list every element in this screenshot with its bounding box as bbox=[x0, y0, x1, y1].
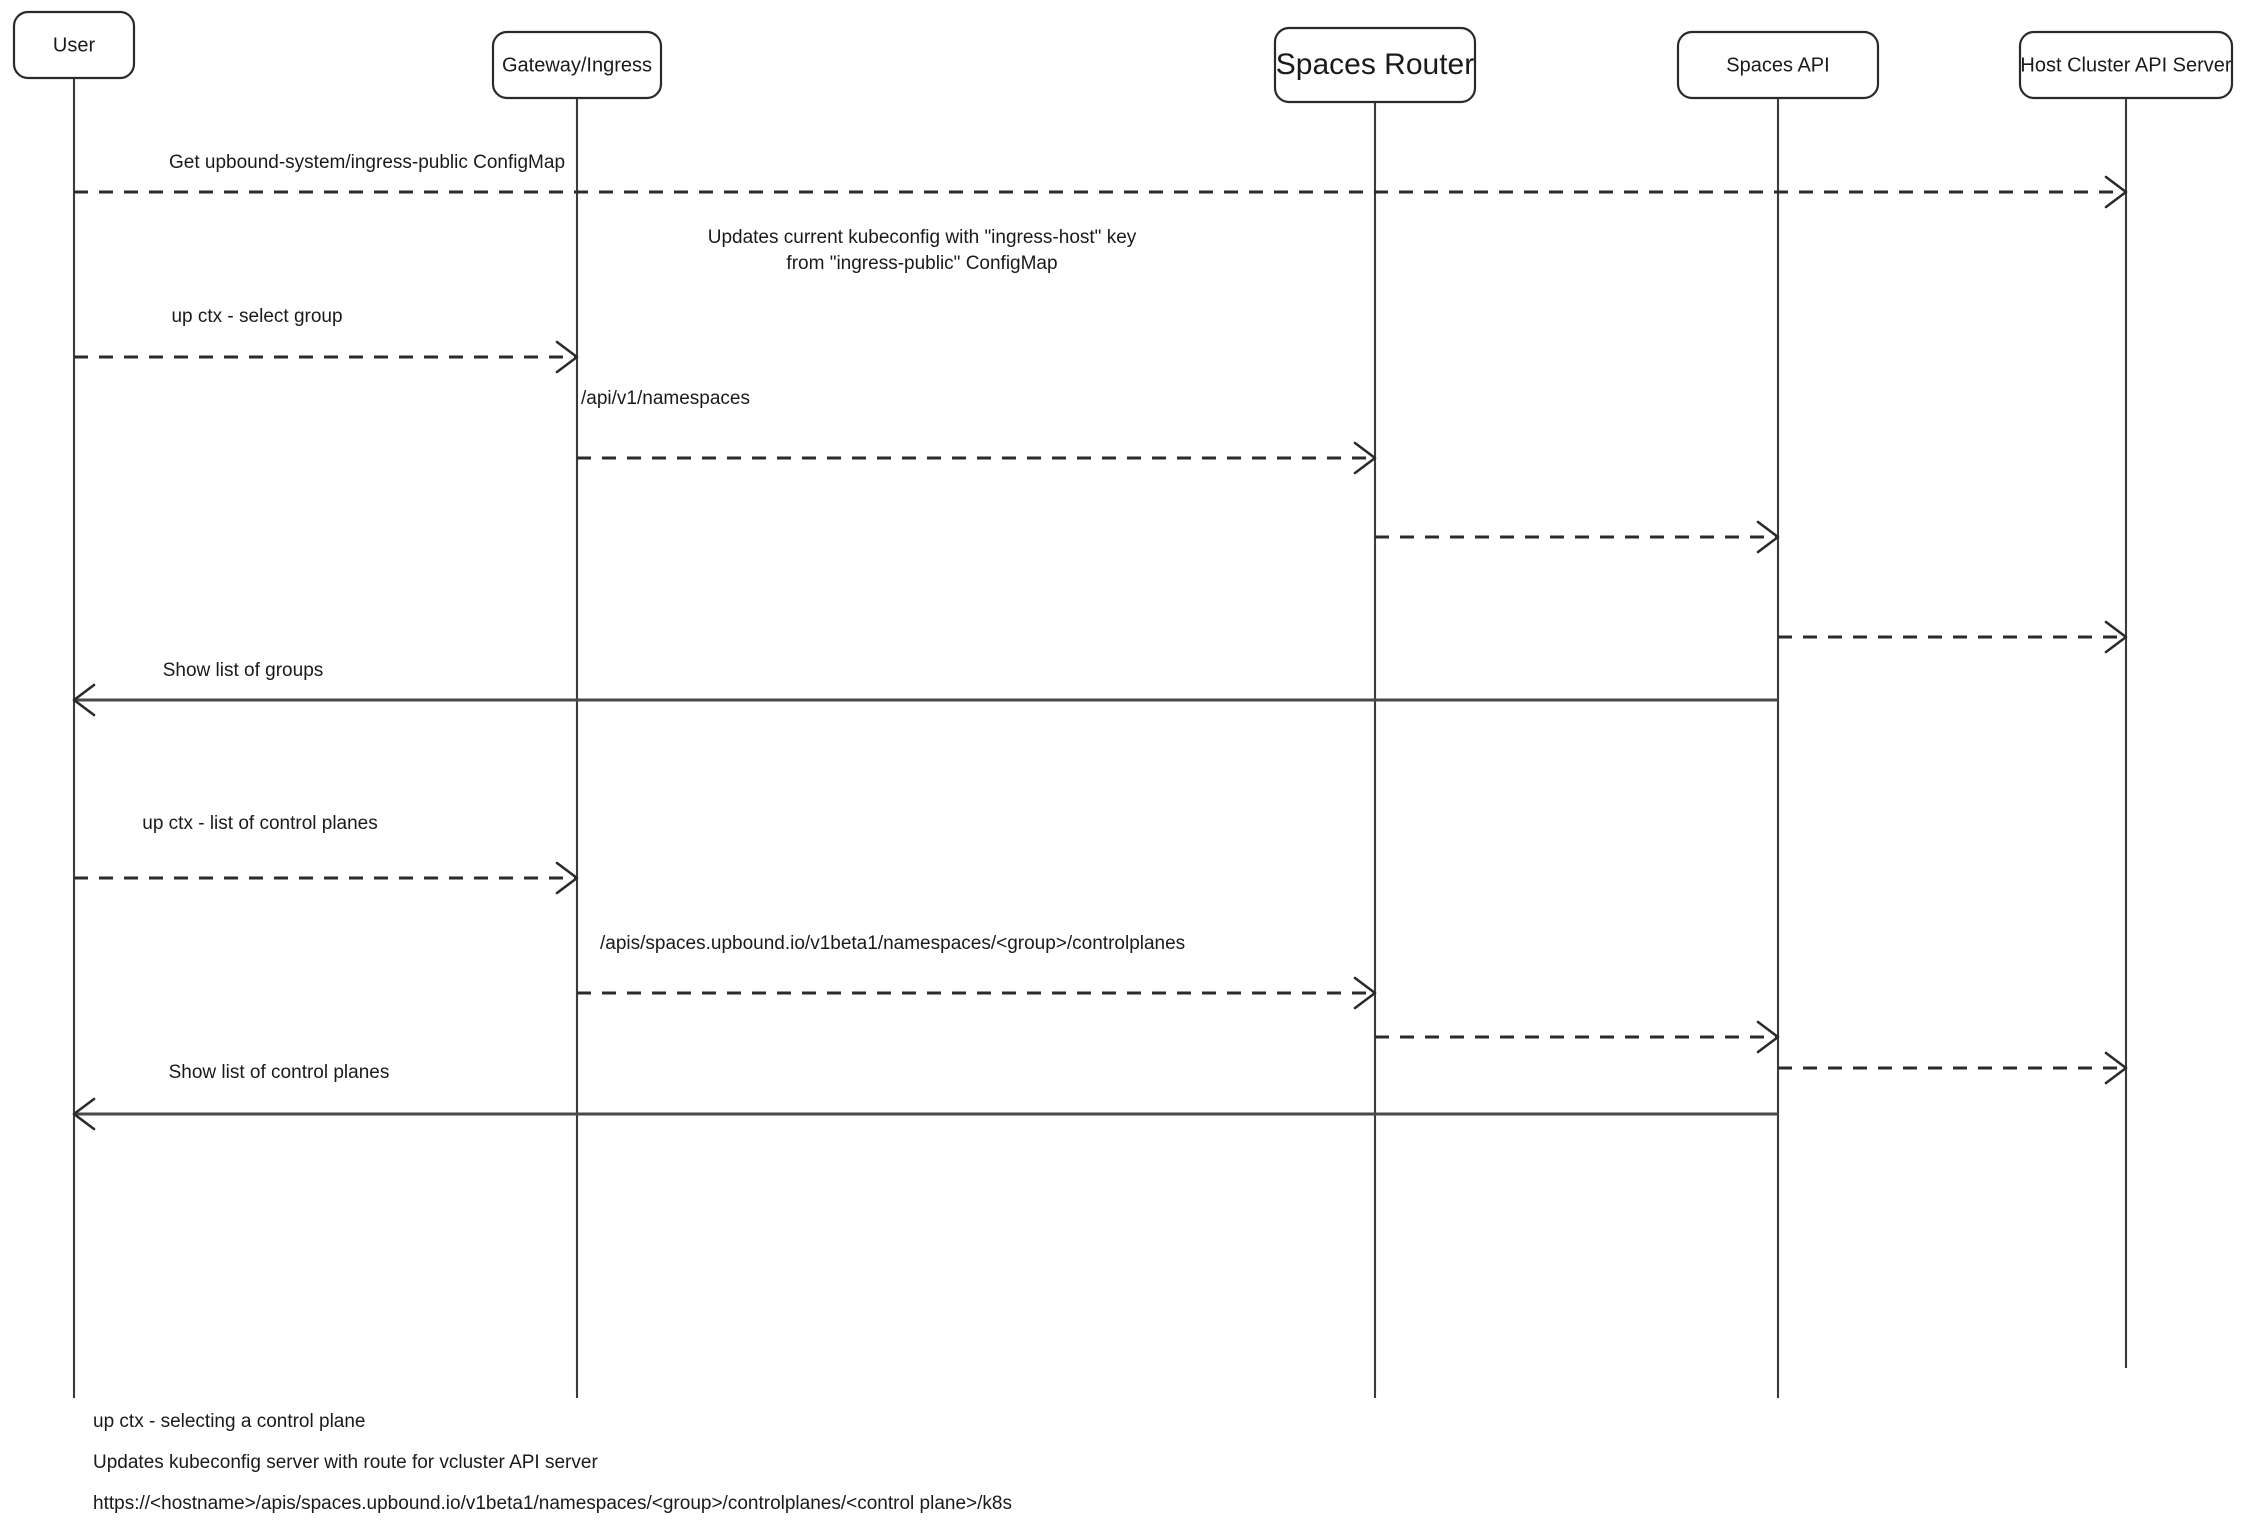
participant-label-gateway: Gateway/Ingress bbox=[502, 54, 652, 76]
participant-label-user: User bbox=[53, 34, 96, 56]
message-m11 bbox=[1778, 1051, 2128, 1085]
message-label-m3: up ctx - select group bbox=[171, 306, 342, 327]
participant-label-spacesapi: Spaces API bbox=[1726, 54, 1829, 76]
arrowhead-icon-m10 bbox=[1756, 1020, 1780, 1054]
participant-box-user bbox=[12, 10, 136, 80]
message-m5 bbox=[1375, 520, 1780, 554]
message-m2: Updates current kubeconfig with "ingress… bbox=[708, 227, 1137, 274]
participant-box-gateway bbox=[491, 30, 663, 100]
message-m12: Show list of control planes bbox=[72, 1062, 1778, 1131]
message-m9: /apis/spaces.upbound.io/v1beta1/namespac… bbox=[577, 933, 1377, 1010]
messages-layer: Get upbound-system/ingress-public Config… bbox=[72, 152, 2128, 1131]
message-label-m4: /api/v1/namespaces bbox=[581, 388, 750, 409]
arrowhead-icon-m6 bbox=[2104, 620, 2128, 654]
message-label-m8: up ctx - list of control planes bbox=[142, 813, 378, 834]
arrowhead-icon-m1 bbox=[2104, 175, 2128, 209]
arrowhead-icon-m4 bbox=[1353, 441, 1377, 475]
message-m6 bbox=[1778, 620, 2128, 654]
arrowhead-icon-m11 bbox=[2104, 1051, 2128, 1085]
participant-router[interactable]: Spaces Router bbox=[1273, 26, 1477, 104]
participant-hostapi[interactable]: Host Cluster API Server bbox=[2018, 30, 2234, 100]
participant-label-router: Spaces Router bbox=[1276, 48, 1474, 81]
message-label-m7: Show list of groups bbox=[163, 660, 324, 681]
arrowhead-icon-m9 bbox=[1353, 976, 1377, 1010]
lifelines-layer bbox=[72, 78, 2128, 1398]
participant-user[interactable]: User bbox=[12, 10, 136, 80]
footer-note-n1: up ctx - selecting a control plane bbox=[93, 1411, 366, 1432]
message-m10 bbox=[1375, 1020, 1780, 1054]
arrowhead-icon-m12 bbox=[72, 1097, 96, 1131]
participant-box-spacesapi bbox=[1676, 30, 1880, 100]
arrowhead-icon-m8 bbox=[555, 861, 579, 895]
message-label-m12: Show list of control planes bbox=[169, 1062, 390, 1083]
participant-box-hostapi bbox=[2018, 30, 2234, 100]
participant-spacesapi[interactable]: Spaces API bbox=[1676, 30, 1880, 100]
message-label-m2: Updates current kubeconfig with "ingress… bbox=[708, 227, 1137, 248]
message-m4: /api/v1/namespaces bbox=[577, 388, 1377, 475]
footer-note-n2: Updates kubeconfig server with route for… bbox=[93, 1452, 598, 1473]
message-label-m9: /apis/spaces.upbound.io/v1beta1/namespac… bbox=[600, 933, 1185, 954]
participant-box-router bbox=[1273, 26, 1477, 104]
participant-gateway[interactable]: Gateway/Ingress bbox=[491, 30, 663, 100]
arrowhead-icon-m5 bbox=[1756, 520, 1780, 554]
message-label-m1: Get upbound-system/ingress-public Config… bbox=[169, 152, 565, 173]
message-m1: Get upbound-system/ingress-public Config… bbox=[74, 152, 2128, 209]
message-m3: up ctx - select group bbox=[74, 306, 579, 374]
message-m8: up ctx - list of control planes bbox=[74, 813, 579, 895]
participant-label-hostapi: Host Cluster API Server bbox=[2020, 54, 2232, 76]
arrowhead-icon-m7 bbox=[72, 683, 96, 717]
message-label-m2-line2: from "ingress-public" ConfigMap bbox=[786, 253, 1057, 274]
footer-note-n3: https://<hostname>/apis/spaces.upbound.i… bbox=[93, 1493, 1012, 1514]
footer-notes-layer: up ctx - selecting a control planeUpdate… bbox=[93, 1411, 1012, 1514]
message-m7: Show list of groups bbox=[72, 660, 1778, 717]
arrowhead-icon-m3 bbox=[555, 340, 579, 374]
